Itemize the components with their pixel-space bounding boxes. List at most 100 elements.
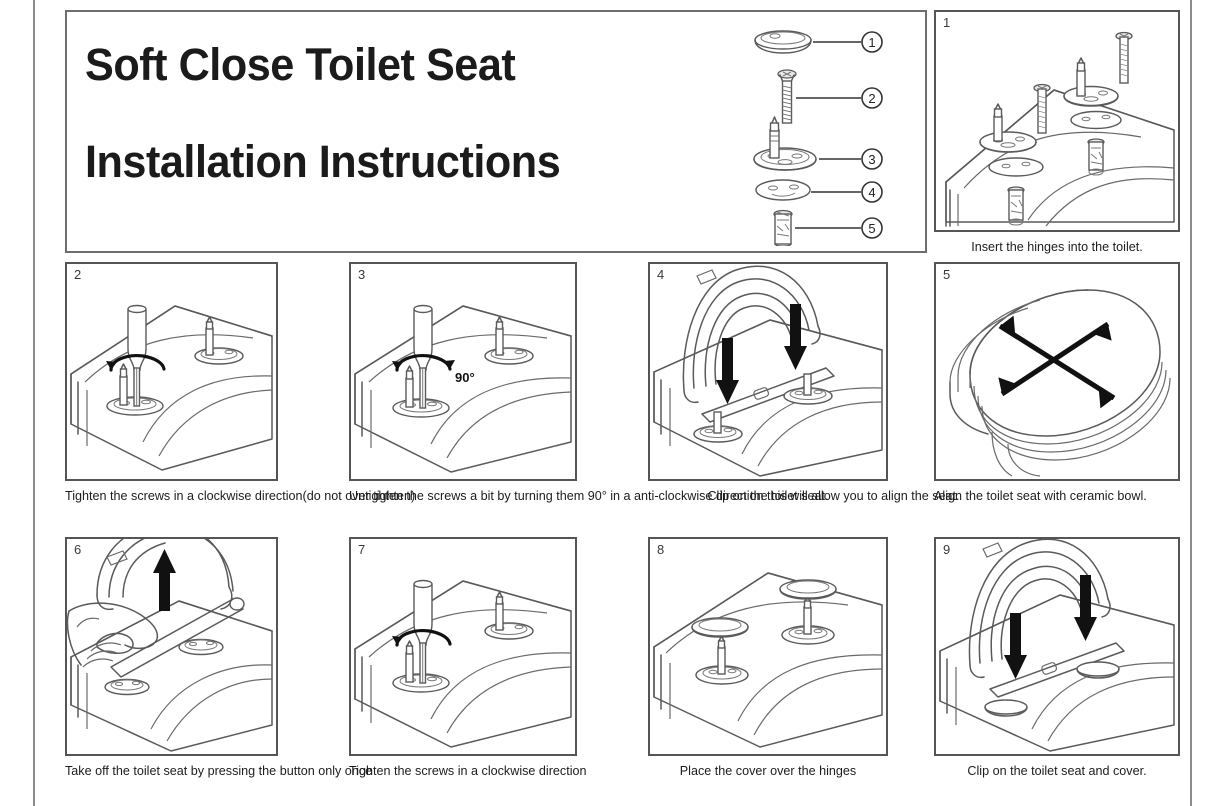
step-8-number: 8 — [657, 542, 665, 557]
step-9-diagram — [939, 539, 1175, 752]
step-panel-6: 6 — [65, 537, 372, 779]
wall-plug-left — [1007, 186, 1025, 226]
step-1-diagram — [945, 31, 1175, 227]
hinge-post-left — [104, 678, 150, 696]
step-7-illustration-frame: 7 — [349, 537, 577, 756]
step-3-angle-annotation: 90° — [455, 370, 475, 385]
closed-toilet-seat — [949, 289, 1171, 477]
step-6-caption: Take off the toilet seat by pressing the… — [65, 764, 373, 778]
step-3-diagram: 90° — [354, 304, 572, 473]
part-hinge-post-base-icon — [753, 116, 817, 171]
step-3-number: 3 — [358, 267, 366, 282]
step-5-number: 5 — [943, 267, 951, 282]
down-arrow-right-icon — [784, 304, 807, 370]
step-8-diagram — [653, 572, 883, 748]
legend-number-1: 1 — [868, 35, 875, 50]
step-panel-9: 9 — [934, 537, 1180, 779]
step-4-number: 4 — [657, 267, 665, 282]
hinge-post-right — [484, 591, 534, 640]
screw-left — [1033, 83, 1051, 134]
step-panel-5: 5 — [934, 262, 1180, 504]
step-panel-7: 7 — [349, 537, 587, 779]
title-and-parts-box: Soft Close Toilet Seat Installation Inst… — [65, 10, 927, 253]
anticlockwise-arrow-icon — [392, 354, 455, 372]
down-arrow-left-icon — [1004, 613, 1027, 679]
step-panel-4: 4 — [648, 262, 888, 504]
hinge-post-left — [979, 103, 1037, 153]
step-7-caption: Tighten the screws in a clockwise direct… — [349, 764, 587, 778]
hinge-post-right — [1063, 57, 1119, 107]
step-4-diagram — [653, 265, 883, 477]
parts-legend-diagram: 1 2 — [753, 30, 883, 246]
step-5-caption: Align the toilet seat with ceramic bowl. — [934, 489, 1147, 503]
cover-cap-right-installed — [1076, 661, 1120, 679]
title-line-2: Installation Instructions — [85, 136, 561, 187]
step-panel-1: 1 — [934, 10, 1180, 255]
step-1-number: 1 — [943, 15, 951, 30]
step-2-number: 2 — [74, 267, 82, 282]
screw-right — [1115, 31, 1133, 84]
parts-legend: 1 2 — [739, 18, 919, 246]
hinge-post-right — [194, 316, 244, 365]
alignment-cross-arrows-icon — [998, 315, 1116, 409]
cover-cap-right — [779, 579, 837, 600]
raised-toilet-seat — [96, 539, 234, 611]
step-1-illustration-frame: 1 — [934, 10, 1180, 232]
legend-number-2: 2 — [868, 91, 875, 106]
step-6-number: 6 — [74, 542, 82, 557]
step-panel-2: 2 — [65, 262, 415, 504]
seat-hinge-bar — [110, 597, 245, 678]
steps-grid: 1 — [65, 10, 1192, 806]
step-9-number: 9 — [943, 542, 951, 557]
up-arrow-icon — [153, 549, 176, 611]
step-4-caption: Clip on the toilet seat. — [707, 489, 829, 503]
step-panel-3: 3 — [349, 262, 960, 504]
part-washer-plate-icon — [755, 179, 811, 201]
step-3-illustration-frame: 3 — [349, 262, 577, 481]
step-5-illustration-frame: 5 — [934, 262, 1180, 481]
step-2-caption: Tighten the screws in a clockwise direct… — [65, 489, 416, 503]
step-8-illustration-frame: 8 — [648, 537, 888, 756]
step-7-diagram — [354, 579, 572, 748]
clockwise-arrow-icon — [106, 354, 166, 372]
step-9-caption: Clip on the toilet seat and cover. — [967, 764, 1147, 778]
hand-pressing-button-icon — [67, 602, 159, 668]
legend-number-4: 4 — [868, 185, 875, 200]
page-title: Soft Close Toilet Seat Installation Inst… — [85, 42, 725, 184]
cover-cap-left-installed — [984, 699, 1028, 717]
step-3-caption: Untighten the screws a bit by turning th… — [349, 489, 960, 503]
hinge-post-left — [695, 635, 749, 685]
title-line-1: Soft Close Toilet Seat — [85, 39, 516, 90]
step-4-illustration-frame: 4 — [648, 262, 888, 481]
raised-toilet-seat-and-cover — [968, 539, 1111, 679]
hinge-post-right — [781, 595, 835, 645]
seat-hinge-bar — [701, 367, 835, 423]
legend-number-5: 5 — [868, 221, 875, 236]
step-9-illustration-frame: 9 — [934, 537, 1180, 756]
step-7-number: 7 — [358, 542, 366, 557]
step-5-diagram — [949, 289, 1171, 477]
clockwise-arrow-icon — [392, 629, 452, 647]
seat-hinge-bar — [989, 642, 1125, 698]
down-arrow-left-icon — [716, 338, 739, 404]
raised-toilet-seat — [682, 265, 821, 404]
hinge-post-right — [178, 638, 224, 656]
hinge-post-right — [783, 373, 833, 405]
hinge-post-right — [484, 316, 534, 365]
hinge-assembly-left — [979, 83, 1051, 226]
step-2-illustration-frame: 2 — [65, 262, 278, 481]
legend-number-3: 3 — [868, 152, 875, 167]
part-round-cover-cap-icon — [754, 30, 812, 54]
step-6-diagram — [67, 539, 273, 752]
step-8-caption: Place the cover over the hinges — [679, 764, 857, 778]
cover-cap-left — [691, 617, 749, 638]
down-arrow-right-icon — [1074, 575, 1097, 641]
step-panel-8: 8 — [648, 537, 888, 779]
part-long-screw-bolt-icon — [777, 69, 797, 124]
step-1-caption: Insert the hinges into the toilet. — [971, 240, 1143, 254]
wall-plug-right — [1087, 138, 1105, 176]
hinge-assembly-right — [1063, 31, 1133, 176]
step-2-diagram — [70, 304, 273, 471]
step-6-illustration-frame: 6 — [65, 537, 278, 756]
